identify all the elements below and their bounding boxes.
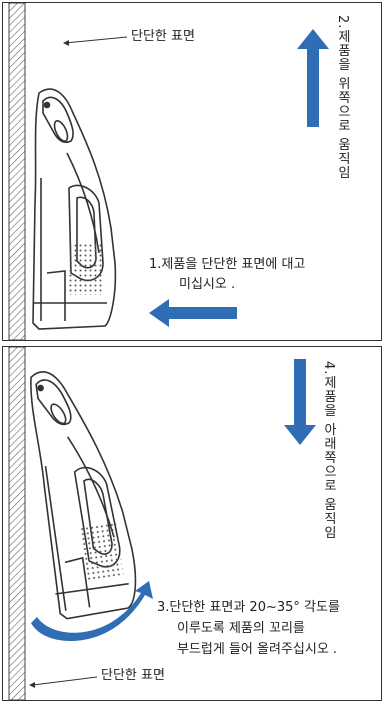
step-4-text: 4.제품을 아래쪽으로 움직임 (321, 361, 336, 540)
curved-arrow (31, 581, 153, 642)
surface-pointer-line (32, 676, 98, 686)
step-1-text-line2: 미십시오 . (179, 277, 236, 292)
step-1-text-line1: 1.제품을 단단한 표면에 대고 (149, 257, 306, 272)
step-3-text-line2: 이루도록 제품의 꼬리를 (177, 621, 305, 636)
up-arrow (297, 29, 329, 127)
vacuum-device-tilted (30, 371, 137, 620)
bottom-panel: 4.제품을 아래쪽으로 움직임 3.단단한 표면과 20~35° 각도를 이루도… (2, 346, 382, 701)
top-panel: 단단한 표면 2.제품을 위쪽으로 움직임 1.제품을 단단한 표면에 대고 미… (2, 2, 382, 341)
step-3-text-line1: 3.단단한 표면과 20~35° 각도를 (157, 600, 340, 615)
bottom-illustration (8, 347, 316, 700)
left-arrow (149, 299, 237, 327)
surface-pointer-line (64, 36, 128, 44)
surface-label: 단단한 표면 (131, 29, 195, 44)
vacuum-device (32, 88, 117, 330)
down-arrow (284, 359, 316, 445)
step-3-text-line3: 부드럽게 들어 올려주십시오 . (177, 642, 338, 657)
wall-hatch (8, 3, 26, 340)
wall-hatch (8, 347, 26, 700)
top-illustration (8, 3, 329, 340)
surface-label: 단단한 표면 (101, 668, 165, 683)
step-2-text: 2.제품을 위쪽으로 움직임 (335, 15, 350, 180)
